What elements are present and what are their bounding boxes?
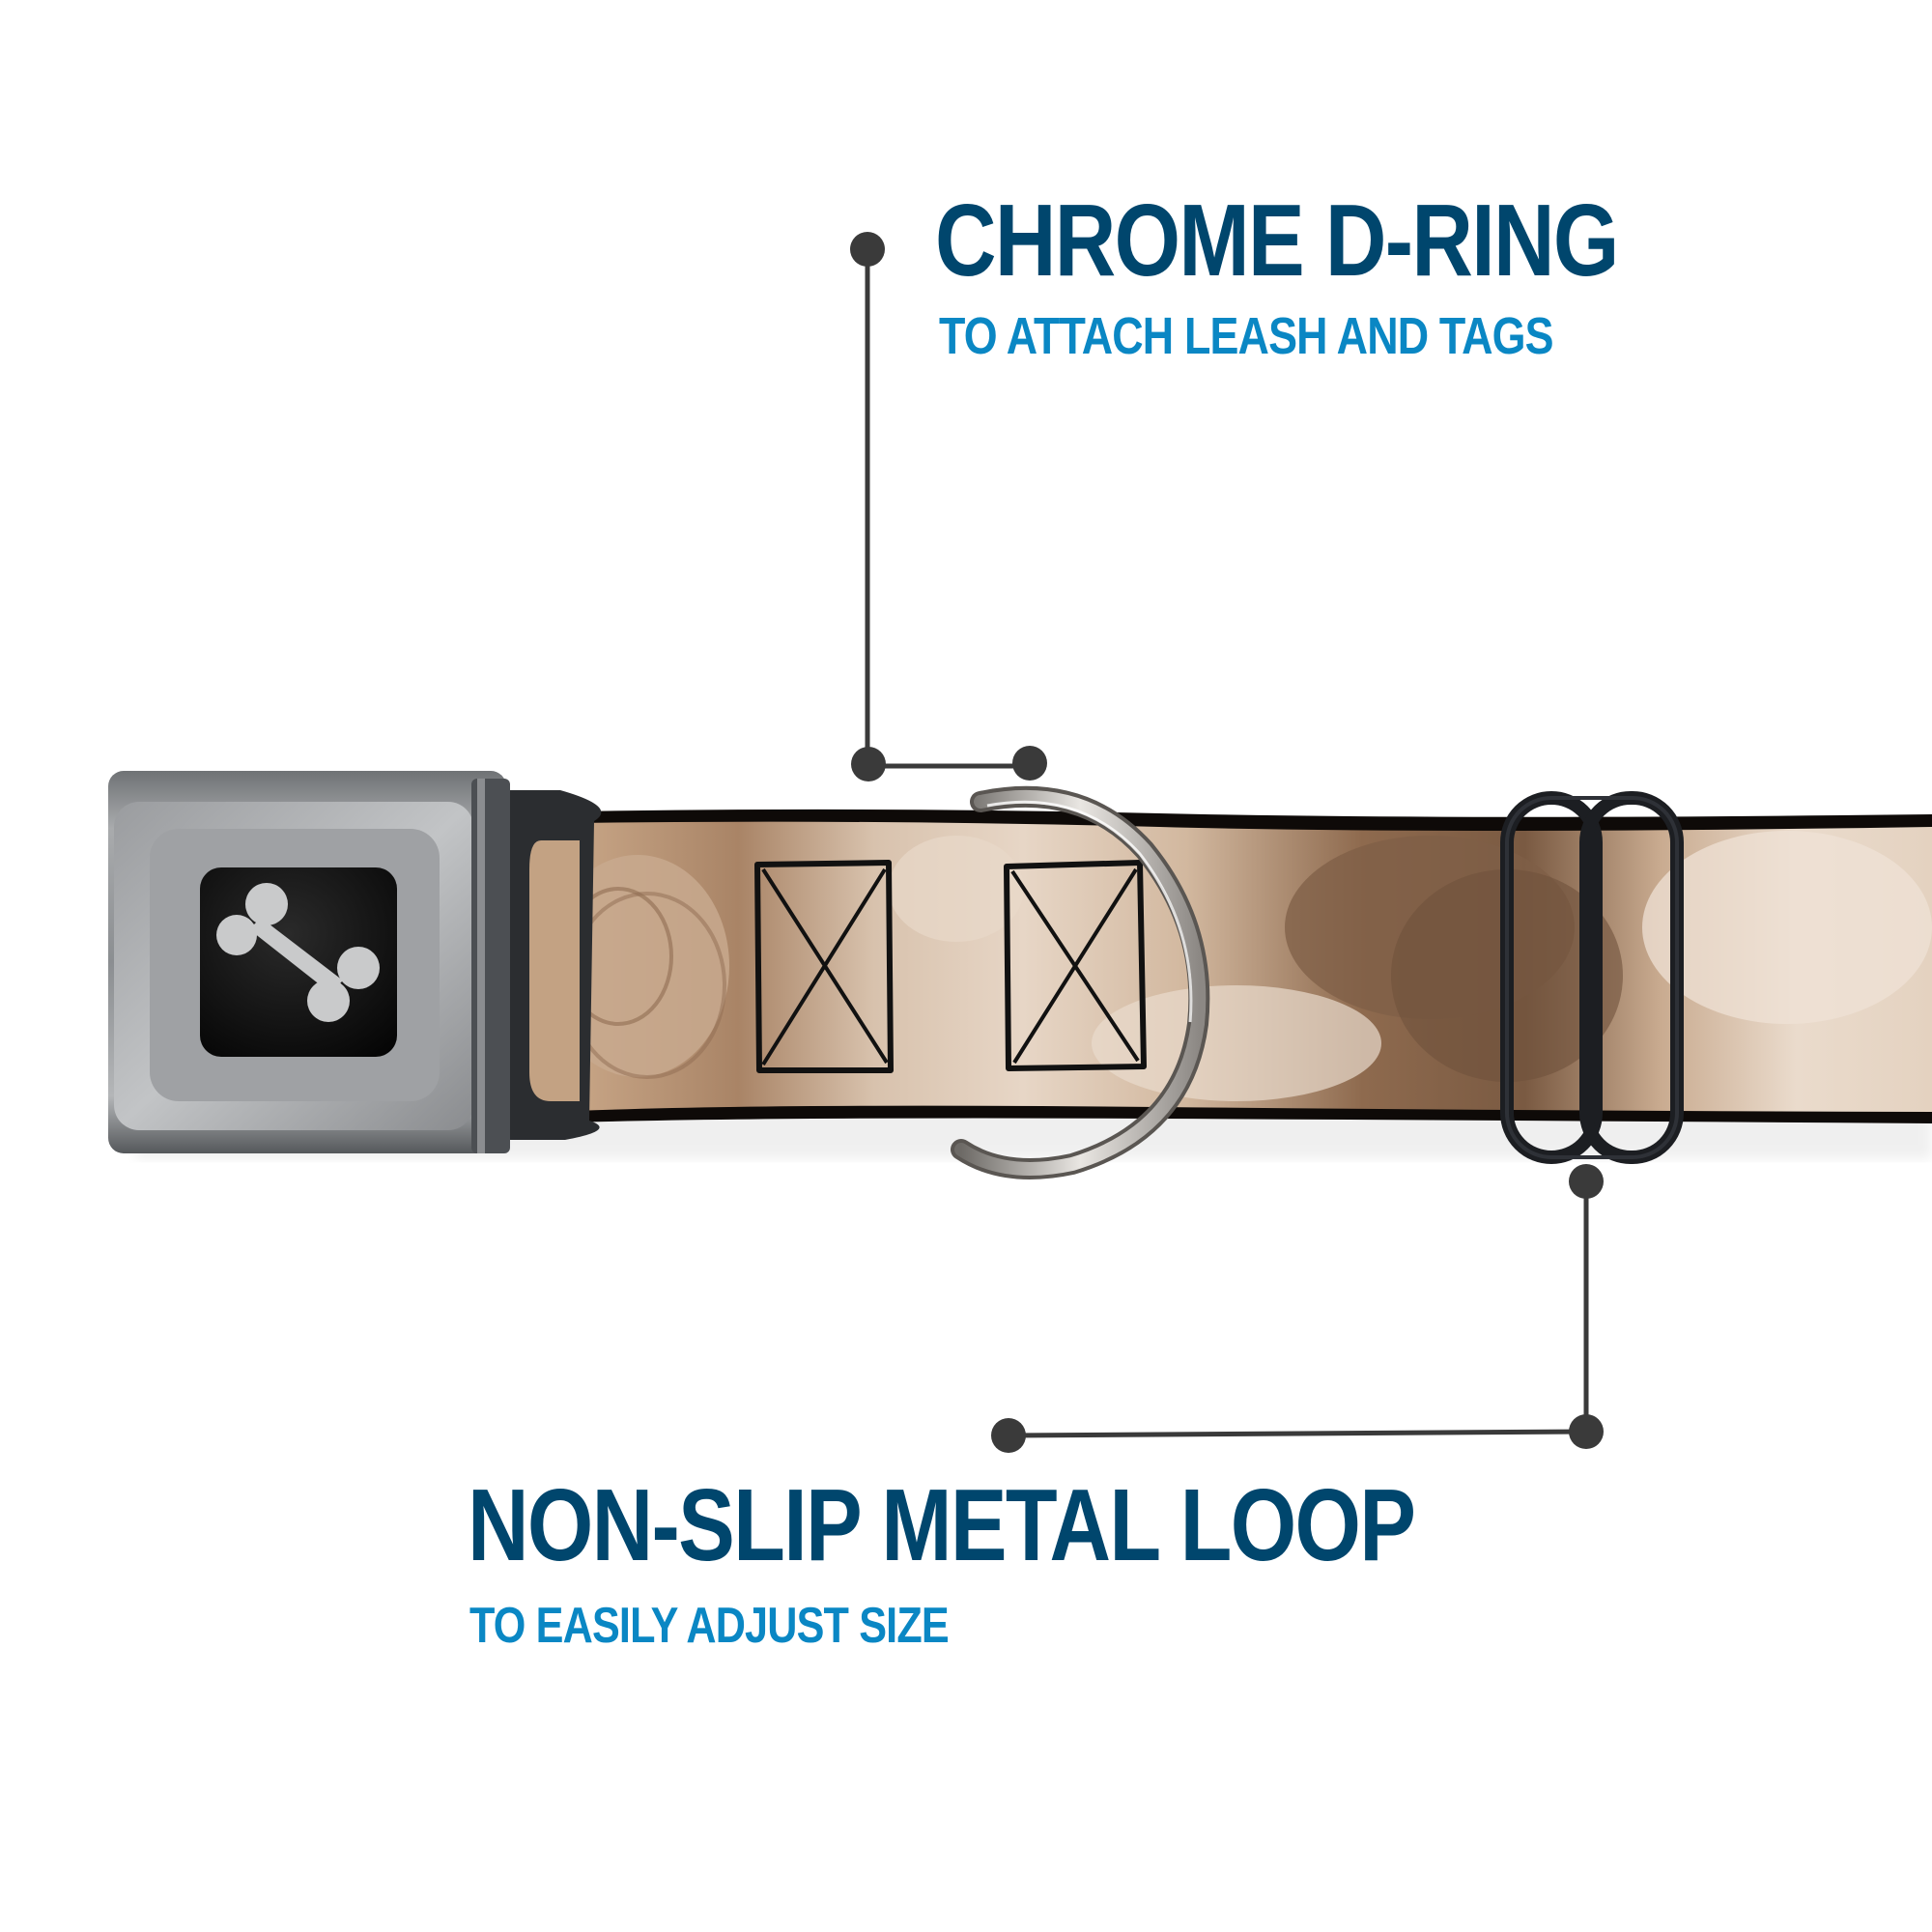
d-ring (951, 785, 1210, 1179)
box-stitch (1004, 860, 1147, 1071)
box-stitch (754, 860, 894, 1073)
loop-callout-subtitle: TO EASILY ADJUST SIZE (469, 1598, 950, 1654)
buckle-tongue (488, 790, 602, 1140)
dring-callout-title: CHROME D-RING (935, 184, 1619, 298)
collar-strap (546, 809, 1932, 1123)
slider-loop (1500, 791, 1684, 1164)
callout-dot (1569, 1414, 1604, 1449)
seatbelt-buckle[interactable] (108, 771, 510, 1153)
callout-dot (850, 232, 885, 267)
callout-dot (1012, 746, 1047, 781)
loop-callout-connector (991, 1164, 1604, 1453)
dring-callout-connector (850, 232, 1047, 781)
dring-callout-subtitle: TO ATTACH LEASH AND TAGS (939, 307, 1554, 365)
loop-callout-title: NON-SLIP METAL LOOP (468, 1468, 1416, 1582)
bone-icon (216, 883, 380, 1022)
callout-dot (1569, 1164, 1604, 1199)
callout-dot (991, 1418, 1026, 1453)
callout-dot (851, 747, 886, 781)
